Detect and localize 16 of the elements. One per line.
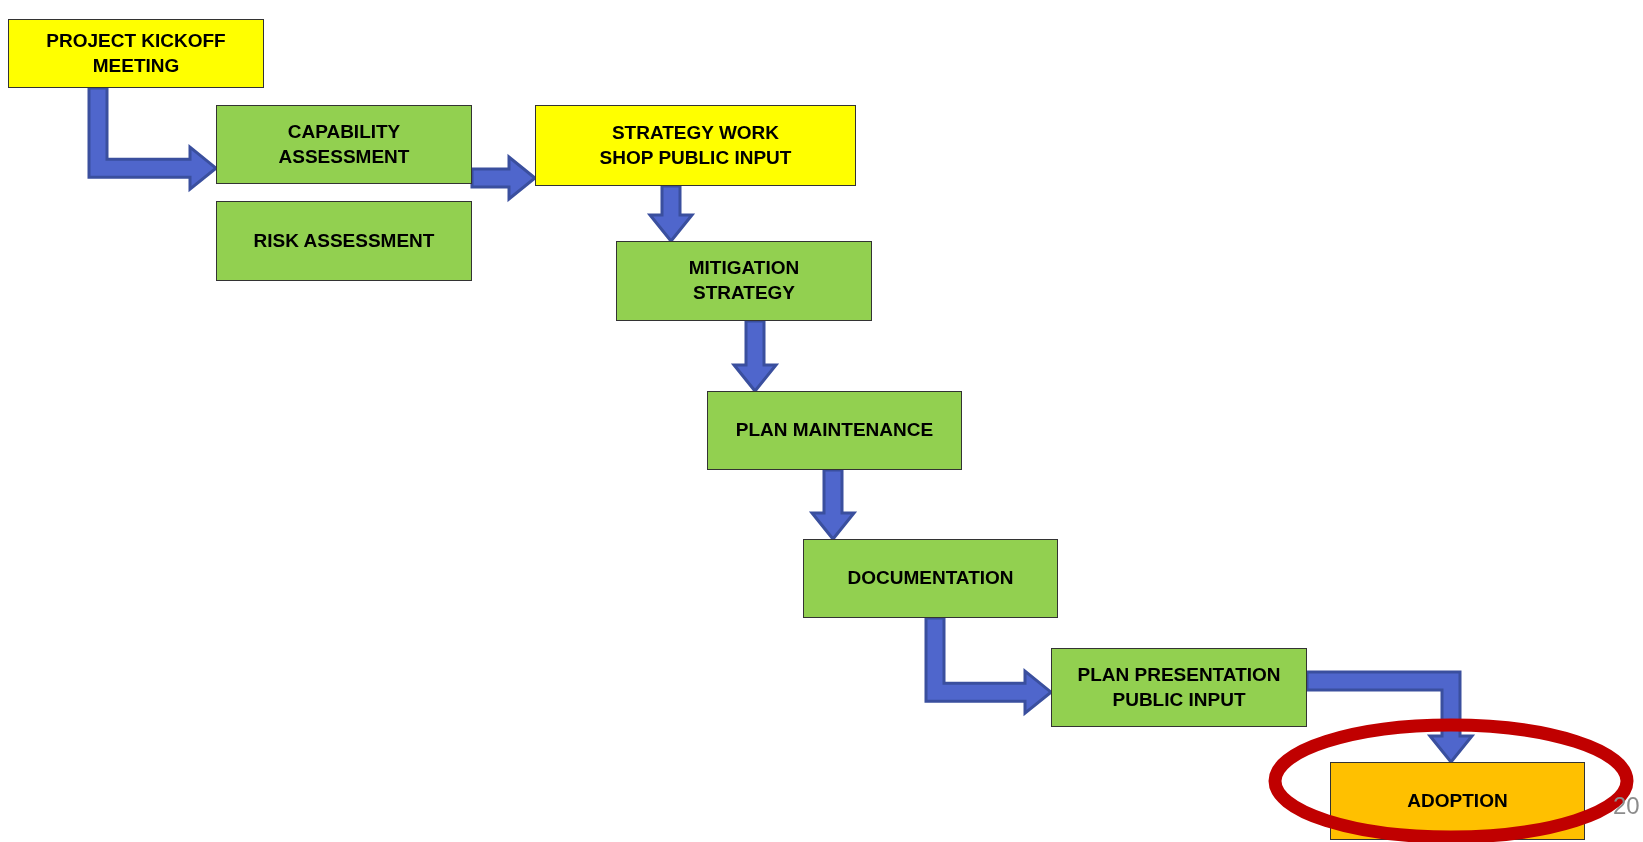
page-number: 20 <box>1613 791 1640 821</box>
block-arrow <box>924 616 1054 717</box>
process-box: PLAN MAINTENANCE <box>707 391 962 470</box>
block-arrow <box>87 86 219 193</box>
block-arrow <box>470 153 538 203</box>
process-box: DOCUMENTATION <box>803 539 1058 618</box>
process-box: PROJECT KICKOFF MEETING <box>8 19 264 88</box>
block-arrow <box>1305 670 1476 765</box>
block-arrow <box>808 468 858 542</box>
process-box: STRATEGY WORK SHOP PUBLIC INPUT <box>535 105 856 186</box>
process-box: RISK ASSESSMENT <box>216 201 472 281</box>
process-box: MITIGATION STRATEGY <box>616 241 872 321</box>
block-arrow <box>730 319 780 394</box>
block-arrow <box>646 184 696 244</box>
process-box: CAPABILITY ASSESSMENT <box>216 105 472 184</box>
process-box: PLAN PRESENTATION PUBLIC INPUT <box>1051 648 1307 727</box>
